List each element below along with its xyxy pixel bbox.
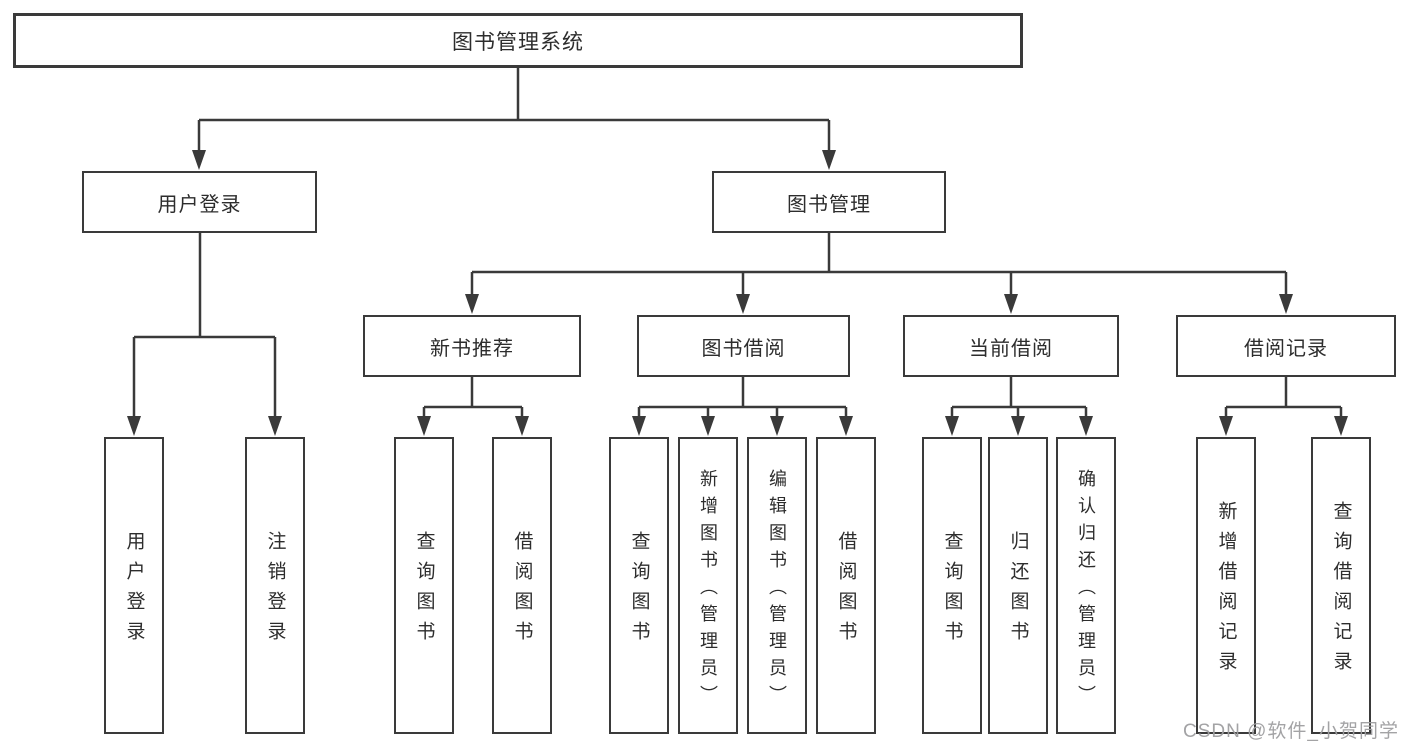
node-root: 图书管理系统 bbox=[13, 13, 1023, 68]
node-leaf-add-borrow-record: 新增借阅记录 bbox=[1196, 437, 1256, 734]
node-user-login: 用户登录 bbox=[82, 171, 317, 233]
node-leaf-return-book: 归还图书 bbox=[988, 437, 1048, 734]
node-leaf-query-books-current-label: 查询图书 bbox=[941, 531, 963, 651]
node-leaf-query-books-recommend-label: 查询图书 bbox=[413, 531, 435, 651]
node-book-management: 图书管理 bbox=[712, 171, 946, 233]
node-book-borrow: 图书借阅 bbox=[637, 315, 850, 377]
node-current-borrow-label: 当前借阅 bbox=[969, 337, 1053, 360]
node-leaf-borrow-books: 借阅图书 bbox=[816, 437, 876, 734]
node-leaf-query-borrow-record-label: 查询借阅记录 bbox=[1330, 501, 1352, 681]
node-leaf-borrow-books-recommend-label: 借阅图书 bbox=[511, 531, 533, 651]
node-leaf-borrow-books-label: 借阅图书 bbox=[835, 531, 857, 651]
node-leaf-add-borrow-record-label: 新增借阅记录 bbox=[1215, 501, 1237, 681]
node-leaf-query-books-recommend: 查询图书 bbox=[394, 437, 454, 734]
node-new-book-recommend-label: 新书推荐 bbox=[430, 337, 514, 360]
node-leaf-logout-label: 注销登录 bbox=[264, 531, 286, 651]
node-leaf-user-login-label: 用户登录 bbox=[123, 531, 145, 651]
connector-book-management-children bbox=[465, 233, 1293, 314]
connector-user-login-children bbox=[127, 233, 282, 436]
connector-current-borrow-children bbox=[945, 377, 1093, 436]
connector-root-to-level2 bbox=[192, 68, 836, 170]
node-leaf-edit-book-admin-label: 编辑图书（管理员） bbox=[767, 468, 787, 712]
node-root-label: 图书管理系统 bbox=[452, 30, 584, 54]
connector-new-book-children bbox=[417, 377, 529, 436]
node-leaf-edit-book-admin: 编辑图书（管理员） bbox=[747, 437, 807, 734]
node-borrow-records: 借阅记录 bbox=[1176, 315, 1396, 377]
node-user-login-label: 用户登录 bbox=[157, 193, 242, 216]
node-leaf-query-books-borrow: 查询图书 bbox=[609, 437, 669, 734]
node-leaf-return-book-label: 归还图书 bbox=[1007, 531, 1029, 651]
node-leaf-add-book-admin-label: 新增图书（管理员） bbox=[698, 468, 718, 712]
node-leaf-query-books-borrow-label: 查询图书 bbox=[628, 531, 650, 651]
node-book-borrow-label: 图书借阅 bbox=[701, 337, 786, 360]
node-book-management-label: 图书管理 bbox=[787, 193, 871, 216]
node-leaf-add-book-admin: 新增图书（管理员） bbox=[678, 437, 738, 734]
node-leaf-query-borrow-record: 查询借阅记录 bbox=[1311, 437, 1371, 734]
connector-book-borrow-children bbox=[632, 377, 853, 436]
node-borrow-records-label: 借阅记录 bbox=[1244, 337, 1328, 360]
csdn-watermark: CSDN @软件_小贺同学 bbox=[1183, 721, 1399, 742]
node-leaf-confirm-return-admin-label: 确认归还（管理员） bbox=[1076, 468, 1096, 712]
node-leaf-logout: 注销登录 bbox=[245, 437, 305, 734]
node-leaf-confirm-return-admin: 确认归还（管理员） bbox=[1056, 437, 1116, 734]
node-current-borrow: 当前借阅 bbox=[903, 315, 1119, 377]
node-leaf-query-books-current: 查询图书 bbox=[922, 437, 982, 734]
connector-borrow-records-children bbox=[1219, 377, 1348, 436]
node-new-book-recommend: 新书推荐 bbox=[363, 315, 581, 377]
node-leaf-user-login: 用户登录 bbox=[104, 437, 164, 734]
node-leaf-borrow-books-recommend: 借阅图书 bbox=[492, 437, 552, 734]
